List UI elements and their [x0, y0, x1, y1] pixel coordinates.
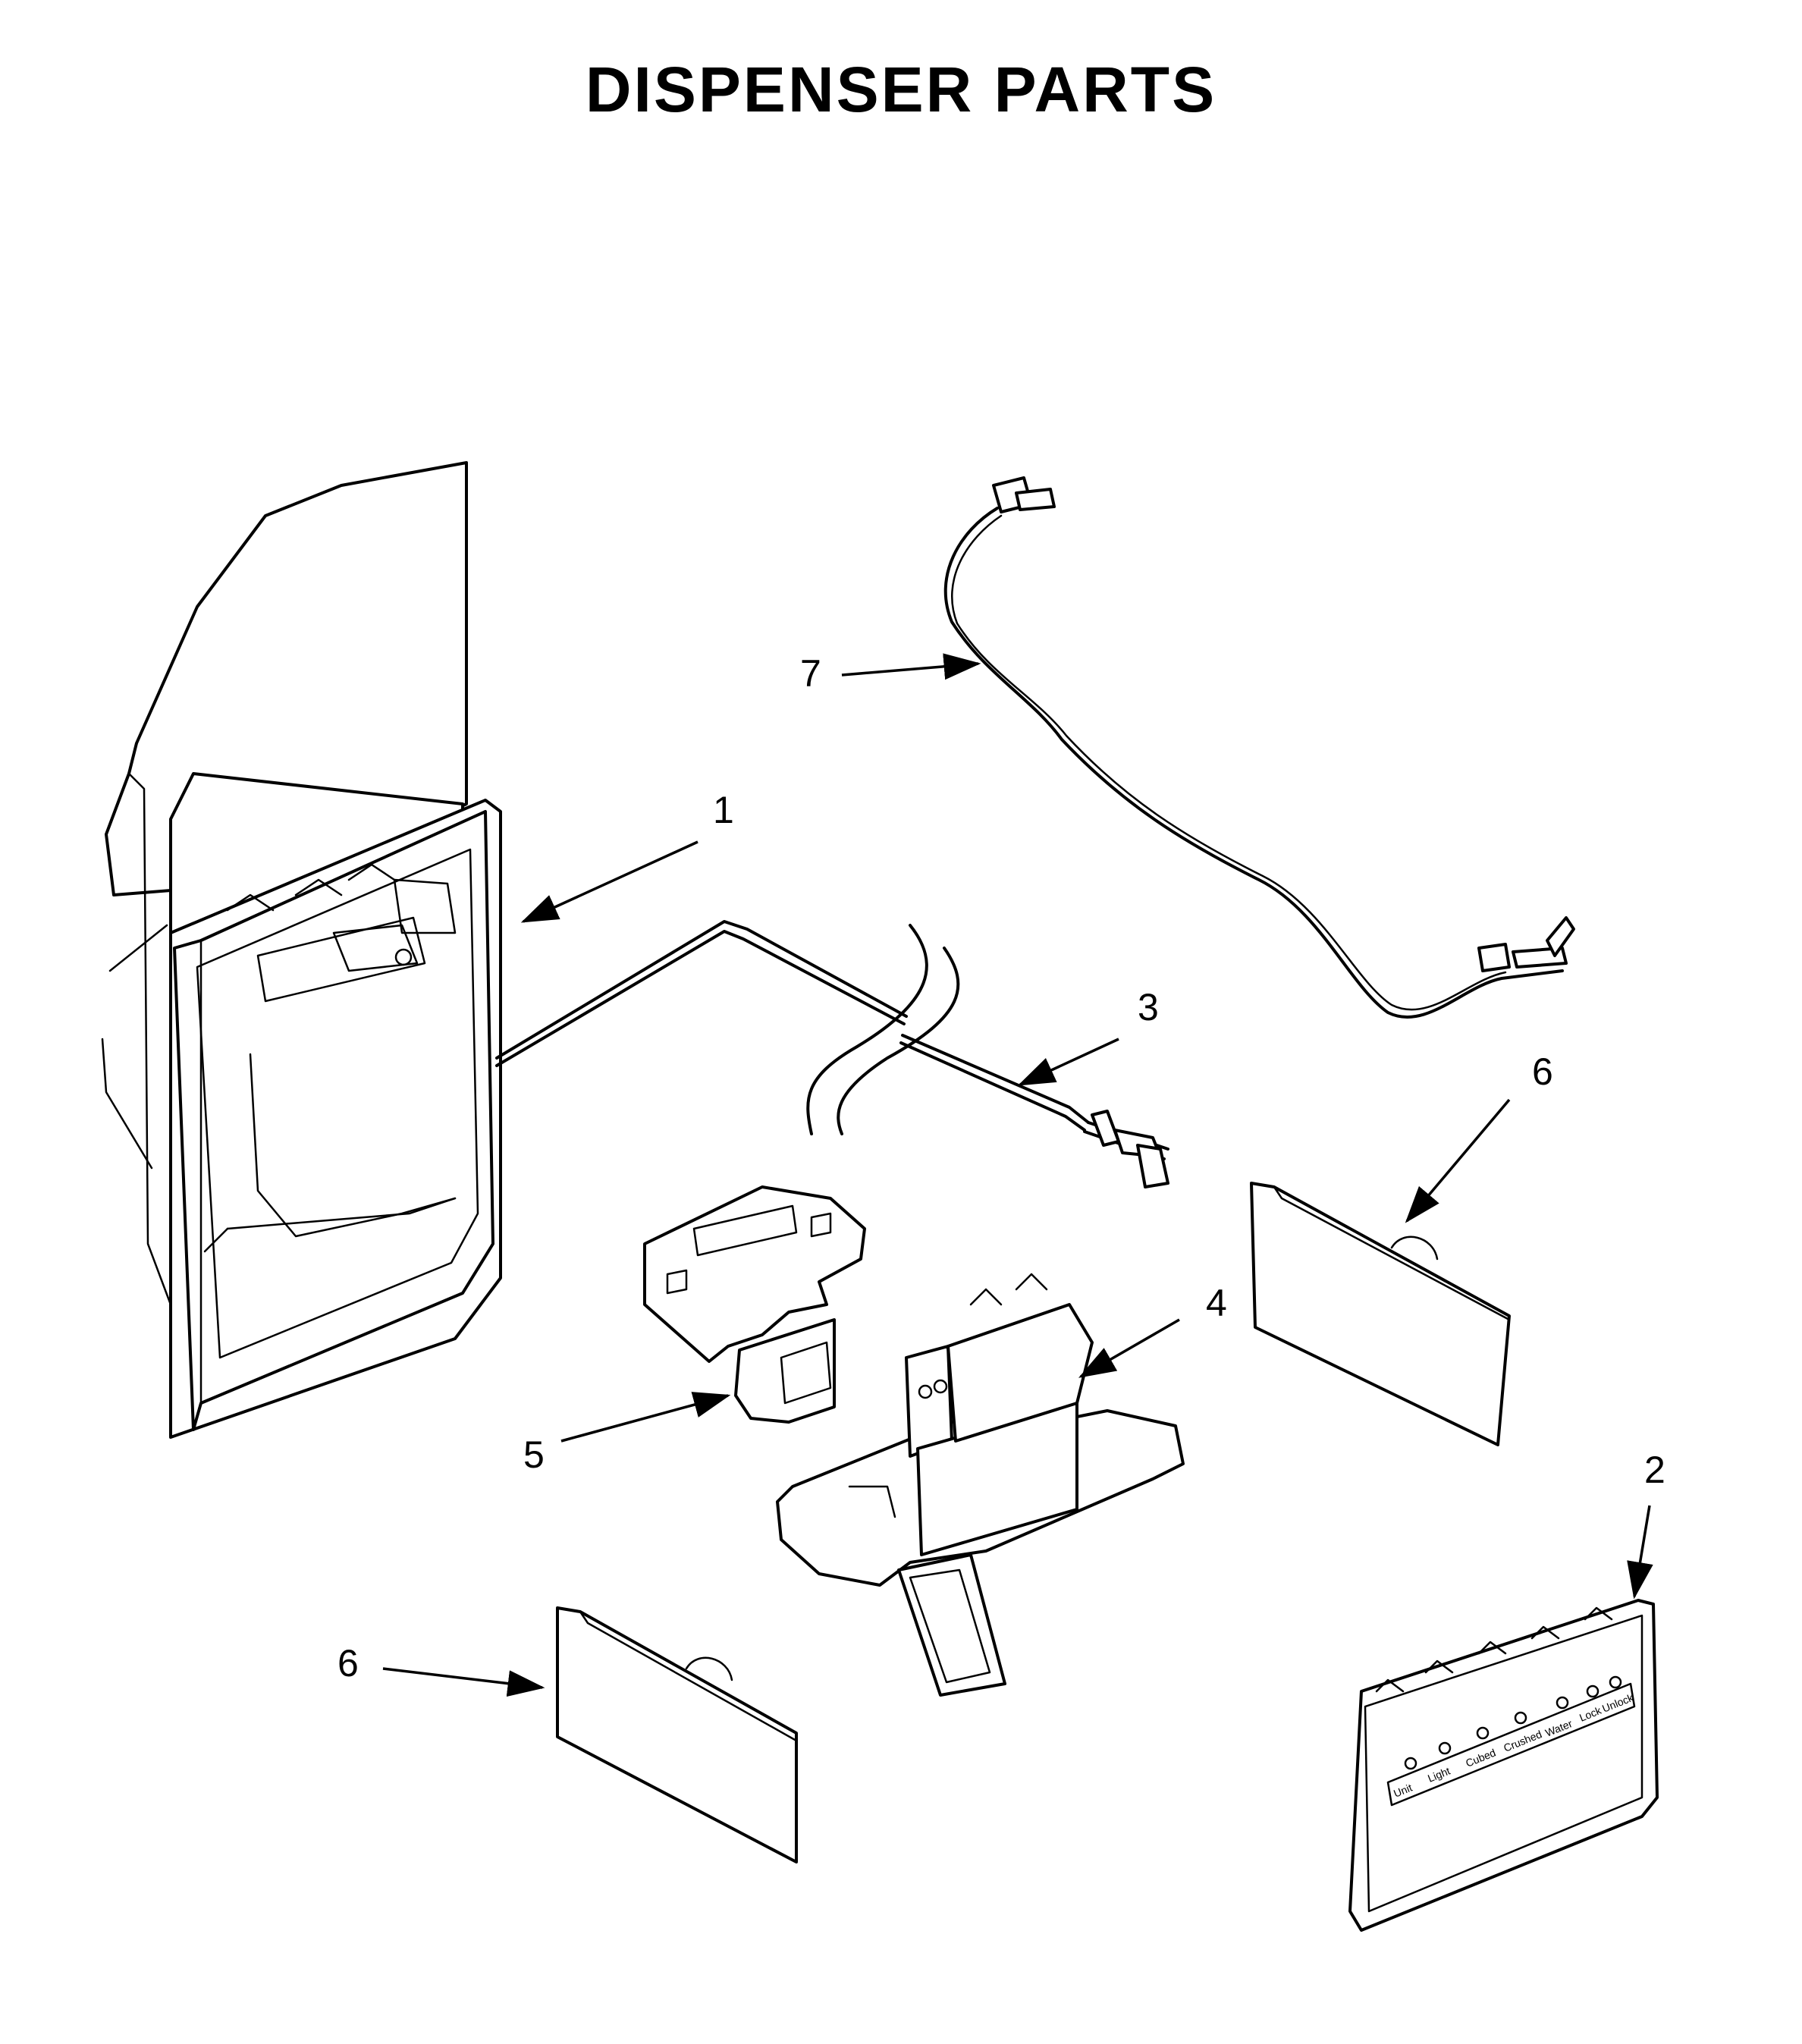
arrow-6-lower	[382, 1667, 545, 1697]
part-2-control-panel: Unit Light Cubed Crushed Water Lock Unlo…	[1348, 1599, 1659, 1932]
arrow-6-upper	[1405, 1098, 1511, 1223]
arrow-2	[1627, 1505, 1653, 1600]
part-3-water-tube	[495, 920, 1169, 1188]
arrow-4	[1078, 1318, 1180, 1378]
callout-6-lower: 6	[337, 1642, 359, 1684]
callout-5: 5	[523, 1433, 545, 1476]
arrow-5	[560, 1392, 731, 1443]
callout-labels: 1 2 3 4 5 6 6 7	[337, 652, 1665, 1684]
part-5-chute	[643, 1185, 866, 1424]
part-6-trim-cover-upper	[1250, 1182, 1511, 1446]
part-6-trim-cover-lower	[556, 1606, 798, 1863]
callout-7: 7	[800, 652, 821, 695]
part-7-wire-harness	[943, 476, 1575, 1019]
part-4-dispenser-actuator	[776, 1273, 1185, 1697]
callout-6-upper: 6	[1532, 1050, 1553, 1093]
arrow-7	[841, 653, 981, 680]
arrow-3	[1017, 1038, 1119, 1086]
callout-3: 3	[1138, 986, 1159, 1028]
arrow-1	[520, 840, 699, 923]
part-1-dispenser-housing	[101, 461, 502, 1439]
callout-1: 1	[713, 789, 734, 831]
callout-arrows	[382, 653, 1653, 1697]
diagram-title: DISPENSER PARTS	[585, 54, 1217, 125]
callout-2: 2	[1644, 1449, 1665, 1491]
callout-4: 4	[1206, 1282, 1227, 1324]
